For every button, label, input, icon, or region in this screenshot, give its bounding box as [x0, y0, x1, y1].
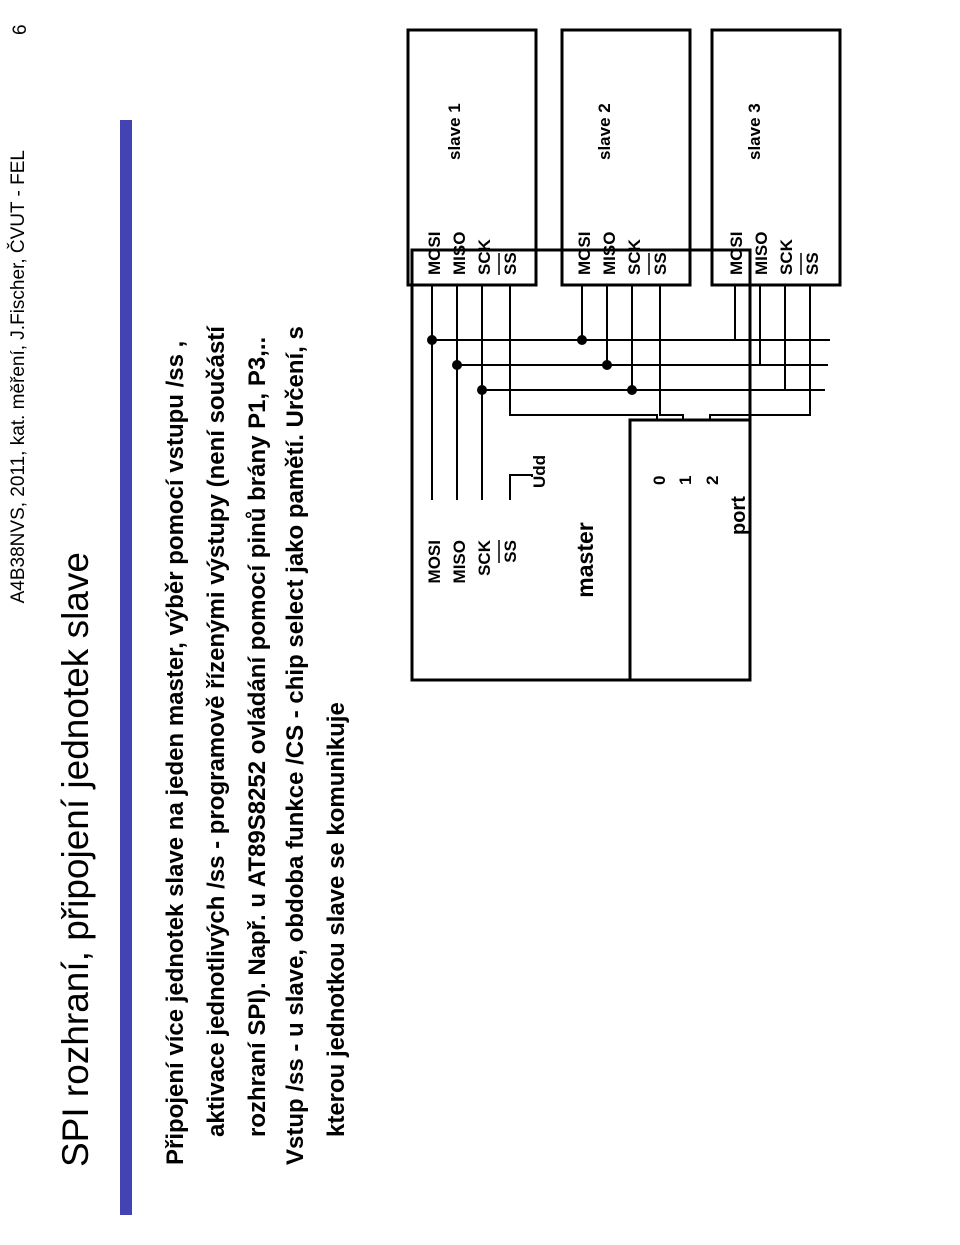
master-pin-miso: MISO — [450, 540, 469, 583]
junction-dot — [577, 335, 587, 345]
port-pin-2: 2 — [703, 476, 722, 485]
slave-3-label: slave 3 — [745, 103, 764, 160]
port-0-ss-line — [509, 285, 658, 420]
slave-1-pin-ss: SS — [501, 252, 520, 275]
junction-dot — [452, 360, 462, 370]
master-label: master — [572, 522, 598, 597]
junction-dot — [427, 335, 437, 345]
slave-1-label: slave 1 — [445, 103, 464, 160]
port-label: port — [728, 496, 750, 535]
slave-2-pin-sck: SCK — [625, 238, 644, 275]
slave-3-block — [710, 28, 842, 287]
slave-3-pin-miso: MISO — [752, 232, 771, 275]
slave-2-block — [560, 28, 692, 287]
miso-line — [456, 364, 825, 500]
junction-dot — [627, 385, 637, 395]
slave-3-pin-mosi: MOSI — [727, 232, 746, 275]
port-2-ss-line — [709, 285, 811, 420]
port-1-ss-line — [659, 285, 684, 420]
slave-1-block — [406, 28, 538, 287]
slave-1-pin-mosi: MOSI — [425, 232, 444, 275]
slave-1-pin-sck: SCK — [475, 238, 494, 275]
port-pin-1: 1 — [676, 476, 695, 485]
master-pin-sck: SCK — [475, 539, 494, 576]
slave-1-pin-miso: MISO — [450, 232, 469, 275]
master-pin-mosi: MOSI — [425, 540, 444, 583]
slave-2-pin-miso: MISO — [600, 232, 619, 275]
slave-2-pin-ss: SS — [651, 252, 670, 275]
master-pin-ss: SS — [501, 540, 520, 563]
port-pin-0: 0 — [650, 476, 669, 485]
slave-3-pin-sck: SCK — [777, 238, 796, 275]
junction-dot — [602, 360, 612, 370]
slave-2-pin-mosi: MOSI — [575, 232, 594, 275]
slave-3-pin-ss: SS — [803, 252, 822, 275]
junction-dot — [477, 385, 487, 395]
port-block — [628, 418, 752, 682]
master-supply-label: Udd — [530, 455, 549, 488]
master-ss-pullup — [509, 474, 533, 500]
slave-2-label: slave 2 — [595, 103, 614, 160]
